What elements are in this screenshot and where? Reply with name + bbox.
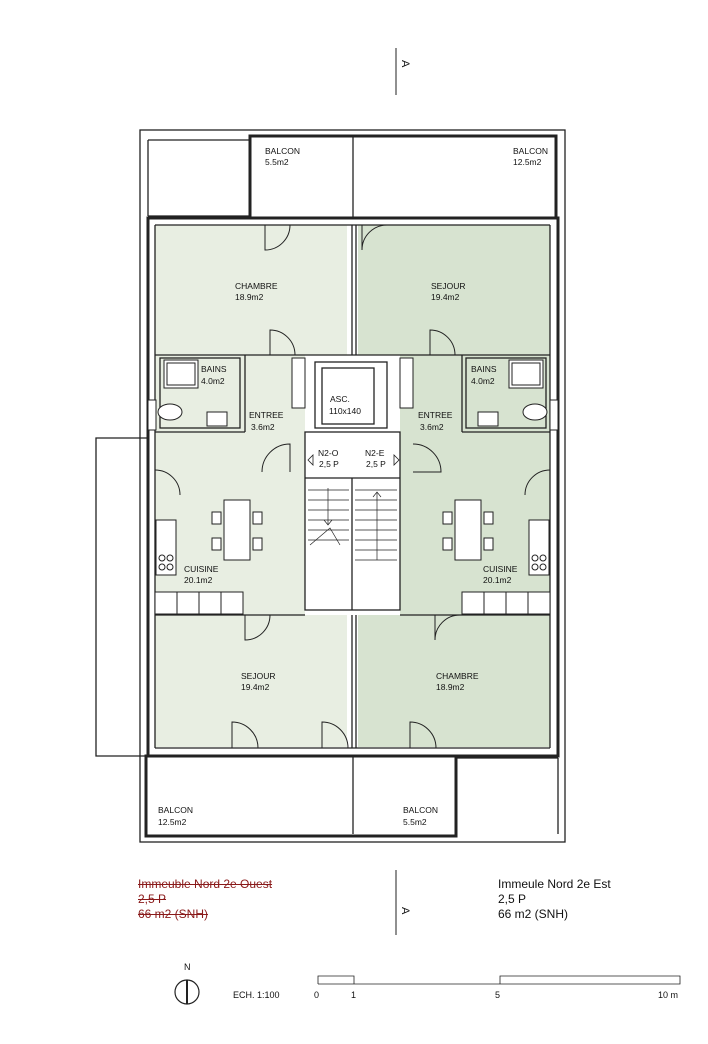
info-east-rooms: 2,5 P (498, 892, 527, 906)
unit-tag-east-rooms: 2,5 P (366, 459, 386, 469)
bains-e-name: BAINS (471, 364, 497, 374)
cuisine-w-area: 20.1m2 (184, 575, 213, 585)
info-east-area: 66 m2 (SNH) (498, 907, 569, 921)
scale-label: ECH. 1:100 (233, 990, 280, 1000)
info-east-title: Immeule Nord 2e Est (498, 877, 611, 891)
bains-w-name: BAINS (201, 364, 227, 374)
chambre-se-name: CHAMBRE (436, 671, 479, 681)
info-west: Immeuble Nord 2e Ouest 2,5 P 66 m2 (SNH) (138, 877, 272, 922)
chambre-nw-area: 18.9m2 (235, 292, 264, 302)
balcon-se-name: BALCON (403, 805, 438, 815)
bains-e-area: 4.0m2 (471, 376, 495, 386)
entree-e-area: 3.6m2 (420, 422, 444, 432)
balcon-ne-area: 12.5m2 (513, 157, 542, 167)
info-west-area: 66 m2 (SNH) (138, 907, 209, 921)
chambre-nw-name: CHAMBRE (235, 281, 278, 291)
balcon-no-name: BALCON (265, 146, 300, 156)
info-west-rooms: 2,5 P (138, 892, 167, 906)
entree-w-name: ENTREE (249, 410, 284, 420)
info-east: Immeule Nord 2e Est 2,5 P 66 m2 (SNH) (498, 877, 611, 922)
balcon-ne-name: BALCON (513, 146, 548, 156)
entry-arrows (307, 454, 400, 466)
sejour-sw-area: 19.4m2 (241, 682, 270, 692)
scale-tick-10: 10 m (658, 990, 678, 1000)
balcon-se-area: 5.5m2 (403, 817, 427, 827)
section-marker-bottom: A (399, 907, 411, 915)
cuisine-e-area: 20.1m2 (483, 575, 512, 585)
unit-tag-west-code: N2-O (318, 448, 339, 458)
scale-bar (317, 975, 681, 985)
north-arrow (174, 979, 200, 1005)
doors (154, 224, 551, 749)
room-labels: BALCON 5.5m2 BALCON 12.5m2 CHAMBRE 18.9m… (158, 146, 548, 827)
room-fills (155, 225, 550, 747)
fixtures (147, 357, 559, 615)
balcon-sw-name: BALCON (158, 805, 193, 815)
asc-size: 110x140 (329, 406, 361, 416)
scale-tick-0: 0 (314, 990, 319, 1000)
section-marker-top: A (399, 60, 411, 68)
entree-e-name: ENTREE (418, 410, 453, 420)
cuisine-w-name: CUISINE (184, 564, 219, 574)
unit-tag-west-rooms: 2,5 P (319, 459, 339, 469)
cuisine-e-name: CUISINE (483, 564, 518, 574)
asc-name: ASC. (330, 394, 350, 404)
sejour-ne-area: 19.4m2 (431, 292, 460, 302)
sejour-ne-name: SEJOUR (431, 281, 465, 291)
unit-tag-east-code: N2-E (365, 448, 385, 458)
chambre-se-area: 18.9m2 (436, 682, 465, 692)
balcon-sw-area: 12.5m2 (158, 817, 187, 827)
sejour-sw-name: SEJOUR (241, 671, 275, 681)
scale-tick-1: 1 (351, 990, 356, 1000)
bains-w-area: 4.0m2 (201, 376, 225, 386)
walls (95, 129, 566, 843)
balcon-no-area: 5.5m2 (265, 157, 289, 167)
entree-w-area: 3.6m2 (251, 422, 275, 432)
north-label: N (184, 962, 191, 972)
info-west-title: Immeuble Nord 2e Ouest (138, 877, 273, 891)
scale-tick-5: 5 (495, 990, 500, 1000)
